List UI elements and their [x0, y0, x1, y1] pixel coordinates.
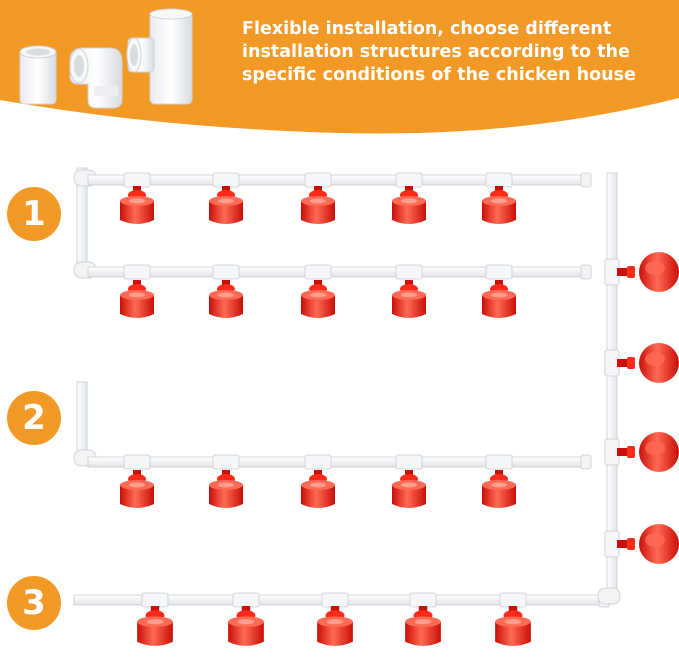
waterer-cups [120, 186, 679, 646]
chicken-waterer-cup-icon [495, 606, 531, 646]
pvc-tee-icon [126, 8, 193, 105]
layout-1-badge: 1 [7, 187, 61, 241]
pipe-tee-fitting [409, 592, 437, 608]
pipe-tee-fitting [123, 454, 151, 470]
chicken-waterer-cup-icon [392, 280, 426, 318]
chicken-waterer-cup-icon [617, 252, 679, 292]
layout-1-top-pipe [87, 172, 592, 188]
pipe-tee-fitting [604, 438, 620, 466]
chicken-waterer-cup-icon [482, 186, 516, 224]
chicken-waterer-cup-icon [209, 280, 243, 318]
pipe-tee-fitting [499, 592, 527, 608]
layout-2-badge: 2 [7, 391, 61, 445]
pipe-tee-fitting [141, 592, 169, 608]
pipe-tee-fitting [232, 592, 260, 608]
chicken-waterer-cup-icon [301, 280, 335, 318]
chicken-waterer-cup-icon [120, 186, 154, 224]
chicken-waterer-cup-icon [120, 470, 154, 508]
pvc-coupler-icon [19, 45, 57, 105]
layout-1-bottom-pipe [87, 264, 592, 280]
layout-3-badge: 3 [7, 576, 61, 630]
chicken-waterer-cup-icon [301, 470, 335, 508]
layout-2-pipe [87, 454, 592, 470]
chicken-waterer-cup-icon [392, 186, 426, 224]
pipe-tee-fitting [604, 349, 620, 377]
pipe-tee-fitting [212, 264, 240, 280]
pipe-tee-fitting [212, 172, 240, 188]
layout-3-elbow [597, 587, 621, 605]
pipe-tee-fitting [123, 264, 151, 280]
pipe-tee-fitting [212, 454, 240, 470]
chicken-waterer-cup-icon [617, 524, 679, 564]
chicken-waterer-cup-icon [120, 280, 154, 318]
pipe-tee-fitting [304, 454, 332, 470]
chicken-waterer-cup-icon [405, 606, 441, 646]
chicken-waterer-cup-icon [228, 606, 264, 646]
pipe-tee-fitting [304, 264, 332, 280]
chicken-waterer-cup-icon [137, 606, 173, 646]
pipe-tee-fitting [604, 258, 620, 286]
chicken-waterer-cup-icon [209, 470, 243, 508]
chicken-waterer-cup-icon [317, 606, 353, 646]
chicken-waterer-cup-icon [482, 470, 516, 508]
chicken-waterer-cup-icon [392, 470, 426, 508]
pipe-tee-fitting [395, 264, 423, 280]
chicken-waterer-cup-icon [617, 432, 679, 472]
pipe-layouts [73, 167, 621, 608]
pipe-tee-fitting [304, 172, 332, 188]
pipe-tee-fitting [395, 172, 423, 188]
pvc-fittings [19, 8, 193, 109]
pvc-elbow-icon [69, 47, 123, 109]
header-caption: Flexible installation, choose different … [242, 19, 636, 85]
pipe-tee-fitting [321, 592, 349, 608]
layout-2-riser [76, 381, 88, 456]
chicken-waterer-cup-icon [209, 186, 243, 224]
pipe-tee-fitting [395, 454, 423, 470]
right-riser [606, 172, 618, 593]
pipe-tee-fitting [485, 264, 513, 280]
pipe-tee-fitting [485, 454, 513, 470]
pipe-tee-fitting [485, 172, 513, 188]
chicken-waterer-cup-icon [617, 343, 679, 383]
pipe-tee-fitting [604, 530, 620, 558]
chicken-waterer-cup-icon [301, 186, 335, 224]
chicken-waterer-cup-icon [482, 280, 516, 318]
pipe-tee-fitting [123, 172, 151, 188]
